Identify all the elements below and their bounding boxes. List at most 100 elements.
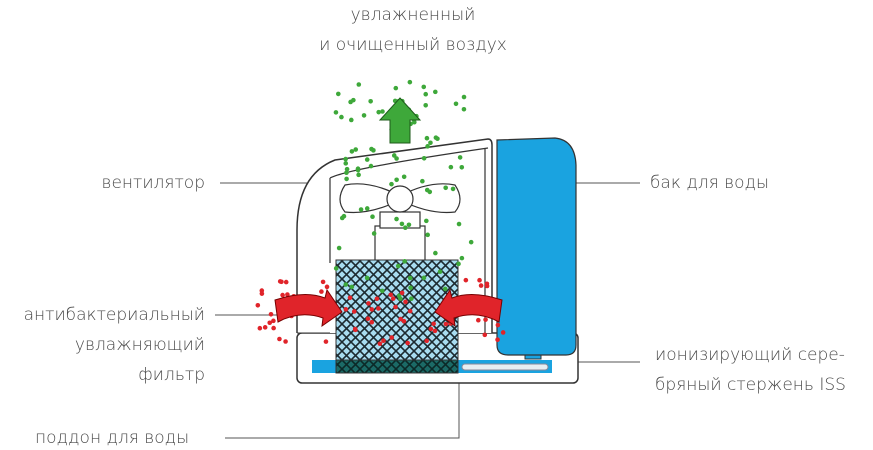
dirty-air-particle [279,279,284,285]
dirty-air-particle [389,335,395,340]
clean-air-particle [459,255,465,261]
clean-air-particle [371,231,377,236]
dirty-air-particle [495,322,501,328]
clean-air-particle [450,186,456,192]
dirty-air-particle [399,290,405,296]
dirty-air-particle [343,307,349,312]
dirty-air-particle [432,328,438,334]
clean-air-particle [401,174,407,180]
clean-air-particle [339,215,345,221]
clean-air-particle [380,109,385,114]
clean-air-particle [427,189,433,195]
intake-arrow-right [434,288,503,328]
clean-air-particle [333,110,339,115]
dirty-air-particle [482,332,488,338]
ionizer-label: ионизирующий сере- бряный стержень ISS [655,340,846,400]
clean-air-particle [424,218,429,224]
silver-rod [461,363,549,371]
clean-air-particle [420,178,425,184]
clean-air-particle [394,177,399,183]
dirty-air-particle [365,316,371,322]
clean-air-particle [437,269,443,275]
dirty-air-particle [267,320,273,326]
dirty-air-particle [401,318,407,324]
clean-air-particle [423,91,429,97]
dirty-air-particle [381,338,386,344]
clean-air-particle [399,221,405,227]
clean-air-particle [353,147,359,152]
dirty-air-particle [283,339,288,344]
dirty-air-particle [478,283,484,288]
clean-air-particle [433,135,439,140]
clean-air-particle [355,167,361,173]
clean-air-particle [453,101,459,107]
clean-air-particle [421,275,427,281]
output-air-line2: и очищенный воздух [319,35,507,55]
dirty-air-particle [393,304,398,310]
clean-air-particle [412,119,417,125]
clean-air-particle [423,102,429,108]
clean-air-particle [364,206,370,211]
dirty-air-particle [483,317,488,322]
dirty-air-particle [271,318,276,324]
clean-air-particle [457,155,463,160]
dirty-air-particle [323,339,329,344]
clean-air-particle [368,99,373,104]
tray-leader [225,366,460,439]
clean-air-particle [336,245,342,251]
clean-air-particle [343,282,349,287]
clean-air-particle [433,250,438,256]
dirty-air-particle [255,302,261,308]
clean-air-particle [343,156,348,162]
ionizer-label-line2: бряный стержень ISS [655,375,846,395]
dirty-air-particle [352,326,358,332]
output-air-label: увлажненный и очищенный воздух [313,0,513,60]
dirty-air-particle [271,325,276,331]
dirty-air-particle [463,277,469,283]
clean-air-particle [356,172,361,178]
clean-air-particle [335,91,341,97]
dirty-air-particle [431,321,436,327]
clean-air-particle [344,176,349,182]
dirty-air-particle [424,338,429,344]
dirty-air-particle [376,306,381,311]
clean-air-particle [376,109,381,115]
dirty-air-particle [257,325,263,331]
clean-air-particle [459,164,465,170]
clean-air-particle [456,261,461,267]
dirty-air-particle [268,312,274,317]
clean-air-particle [461,94,467,100]
clean-air-particle [356,82,362,87]
dirty-air-particle [477,277,482,283]
clean-air-particle [394,156,399,161]
dirty-air-particle [484,281,490,287]
clean-air-particle [408,285,413,291]
output-air-line1: увлажненный [350,5,476,25]
clean-air-particle [344,166,350,172]
clean-air-particle [349,117,354,123]
dirty-air-particle [428,326,434,332]
dirty-air-particle [262,325,268,330]
clean-air-particle [407,79,413,85]
ionizer-label-line1: ионизирующий сере- [655,345,845,365]
dirty-air-particle [347,295,353,301]
clean-air-particle [409,296,414,301]
clean-air-particle [349,284,355,290]
clean-air-particle [349,149,355,154]
dirty-air-particle [403,299,408,305]
dirty-air-particle [280,292,285,298]
clean-air-particle [461,106,467,112]
dirty-air-particle [388,292,394,298]
dirty-air-particle [369,307,375,312]
clean-air-particle [351,97,356,103]
filter-label: антибактериальный увлажняющий фильтр [24,300,205,390]
clean-air-particle [395,263,401,269]
clean-air-particle [442,286,448,292]
dirty-air-particle [319,289,324,294]
clean-air-particle [369,146,374,152]
dirty-air-particle [277,336,282,342]
dirty-air-particle [443,321,449,327]
clean-air-particle [448,164,454,170]
